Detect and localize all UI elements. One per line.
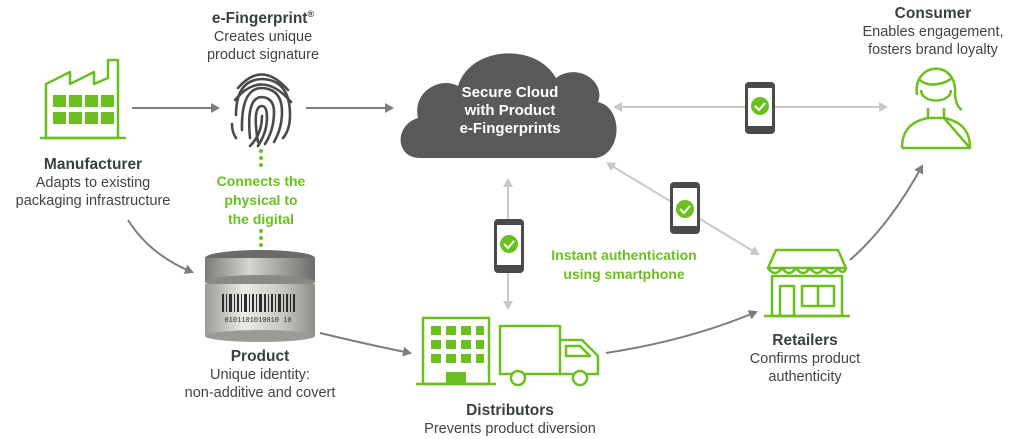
- product-title: Product: [230, 348, 290, 365]
- instant-line1: Instant authentication: [551, 247, 697, 263]
- connects-line3: the digital: [227, 211, 295, 227]
- retailers-label: Retailers Confirms product authenticity: [720, 332, 890, 386]
- factory-windows-icon: [53, 95, 114, 124]
- efingerprint-title: e-Fingerprint®: [211, 9, 315, 28]
- cloud-line1: Secure Cloud: [461, 84, 559, 101]
- efingerprint-label: e-Fingerprint® Creates unique product si…: [178, 5, 348, 64]
- barcode-icon: [222, 294, 295, 312]
- dotted-connector-upper: [259, 149, 263, 167]
- instant-line2: using smartphone: [563, 266, 685, 282]
- distributors-title: Distributors: [466, 402, 554, 419]
- distributors-line1: Prevents product diversion: [424, 421, 596, 437]
- barcode-number: 0101101010010 10: [224, 317, 291, 325]
- retailers-title: Retailers: [772, 332, 838, 349]
- manufacturer-line2: packaging infrastructure: [15, 193, 171, 209]
- smartphone-icon-distributors: [494, 219, 524, 273]
- product-line1: Unique identity:: [210, 367, 310, 383]
- retailers-line2: authenticity: [768, 369, 842, 385]
- manufacturer-line1: Adapts to existing: [35, 175, 151, 191]
- office-windows-icon: [431, 326, 484, 384]
- connects-line2: physical to: [224, 192, 298, 208]
- arrow-product-to-distributors: [319, 332, 412, 357]
- cloud-shape: [400, 53, 617, 158]
- smartphone-icon-retailers: [670, 182, 700, 234]
- cloud-label: Secure Cloud with Product e-Fingerprints: [420, 84, 600, 138]
- arrow-manufacturer-to-product: [127, 219, 194, 275]
- consumer-line1: Enables engagement,: [862, 24, 1004, 40]
- manufacturer-title: Manufacturer: [43, 156, 143, 173]
- efingerprint-line1: Creates unique: [213, 29, 313, 46]
- product-jar-image: [205, 250, 315, 342]
- arrow-distributors-to-retailers: [605, 310, 758, 354]
- manufacturer-label: Manufacturer Adapts to existing packagin…: [0, 156, 186, 210]
- consumer-title: Consumer: [894, 5, 972, 22]
- product-label: Product Unique identity: non-additive an…: [170, 348, 350, 402]
- factory-icon: [40, 58, 126, 140]
- efingerprint-line2: product signature: [206, 47, 320, 64]
- product-line2: non-additive and covert: [184, 385, 336, 401]
- cloud-line2: with Product: [464, 102, 556, 119]
- consumer-label: Consumer Enables engagement, fosters bra…: [848, 5, 1018, 59]
- arrow-retailers-to-consumer: [849, 164, 924, 261]
- delivery-truck-icon: [498, 324, 600, 387]
- consumer-line2: fosters brand loyalty: [868, 42, 998, 58]
- dotted-connector-lower: [259, 229, 263, 247]
- retailers-line1: Confirms product: [749, 351, 861, 367]
- connects-label: Connects the physical to the digital: [196, 172, 326, 229]
- smartphone-icon-consumer: [745, 82, 775, 134]
- fingerprint-icon: [230, 73, 293, 148]
- registered-mark: ®: [307, 9, 315, 19]
- consumer-person-icon: [900, 67, 972, 150]
- instant-auth-label: Instant authentication using smartphone: [534, 246, 714, 284]
- distributors-label: Distributors Prevents product diversion: [400, 402, 620, 438]
- store-icon: [764, 248, 850, 318]
- connects-line1: Connects the: [216, 173, 306, 189]
- cloud-line3: e-Fingerprints: [459, 120, 561, 137]
